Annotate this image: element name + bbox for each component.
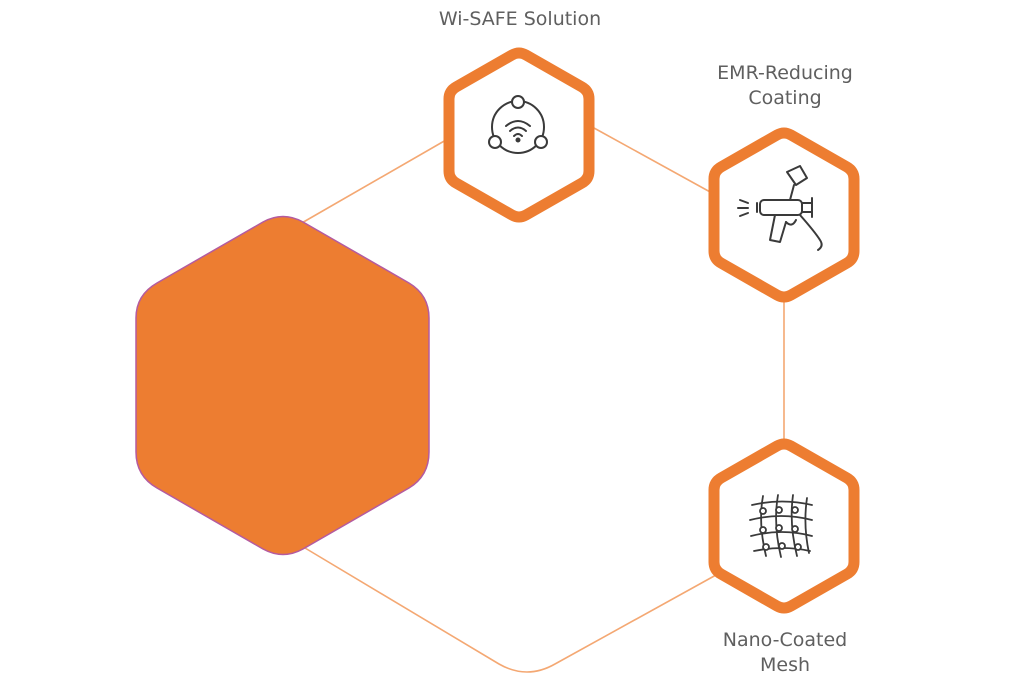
connector-outline xyxy=(299,127,785,673)
main-hexagon xyxy=(135,215,430,556)
wisafe-label-line: Wi-SAFE Solution xyxy=(438,8,602,30)
emr-label-line-1: EMR-Reducing xyxy=(717,62,853,84)
wisafe-node xyxy=(443,47,595,223)
nano-label: Nano-Coated Mesh xyxy=(680,628,890,678)
wisafe-label: Wi-SAFE Solution xyxy=(400,7,640,32)
nano-label-line-2: Mesh xyxy=(759,654,811,676)
wireless-network-icon xyxy=(488,95,548,154)
nano-node xyxy=(708,438,860,614)
nano-hexagon xyxy=(708,438,860,614)
spray-gun-icon xyxy=(737,165,823,251)
mesh-net-icon xyxy=(749,494,813,558)
emr-label-line-2: Coating xyxy=(748,87,822,109)
nano-label-line-1: Nano-Coated xyxy=(722,629,848,651)
emr-label: EMR-Reducing Coating xyxy=(680,61,890,111)
emr-node xyxy=(708,127,860,303)
